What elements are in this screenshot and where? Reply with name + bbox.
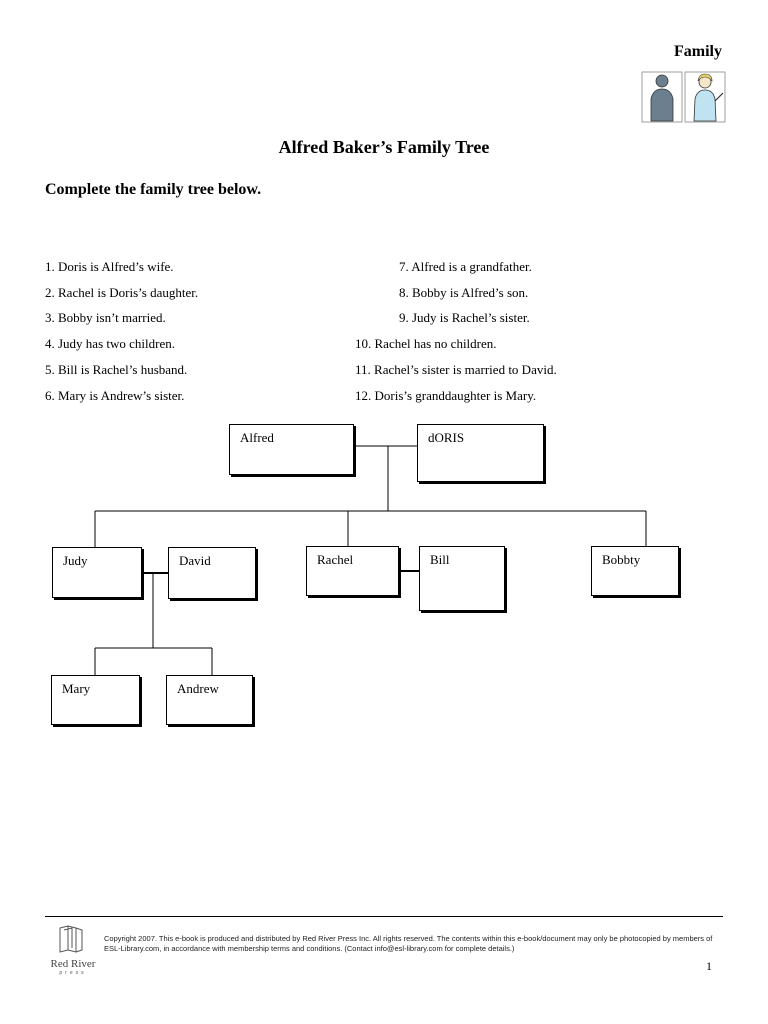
publisher-name: Red River [50,958,96,970]
clue-12: 12. Doris’s granddaughter is Mary. [355,388,537,403]
tree-label-alfred: Alfred [240,430,274,445]
tree-label-david: David [179,553,211,568]
clue-2: 2. Rachel is Doris’s daughter. [45,285,199,300]
tree-box-andrew: Andrew [166,675,253,725]
page-title: Alfred Baker’s Family Tree [278,137,490,157]
clue-8: 8. Bobby is Alfred’s son. [399,285,529,300]
clue-4: 4. Judy has two children. [45,336,175,351]
tree-box-bill: Bill [419,546,505,611]
tree-box-doris: dORIS [417,424,544,482]
tree-box-judy: Judy [52,547,142,598]
tree-label-doris: dORIS [428,430,465,445]
tree-box-bobby: Bobbty [591,546,679,596]
copyright-notice: Copyright 2007. This e-book is produced … [104,934,713,953]
tree-label-bill: Bill [430,552,450,567]
clue-3: 3. Bobby isn’t married. [45,310,166,325]
clue-5: 5. Bill is Rachel’s husband. [45,362,188,377]
clue-10: 10. Rachel has no children. [355,336,497,351]
clue-1: 1. Doris is Alfred’s wife. [45,259,174,274]
tree-box-david: David [168,547,256,599]
publisher-sub: press [59,970,87,976]
tree-label-bobby: Bobbty [602,552,641,567]
page-number: 1 [706,959,712,973]
tree-box-rachel: Rachel [306,546,399,596]
clue-6: 6. Mary is Andrew’s sister. [45,388,185,403]
instruction-text: Complete the family tree below. [45,181,262,198]
tree-label-mary: Mary [62,681,91,696]
family-couple-illustration [641,71,726,123]
topic-label: Family [674,43,722,60]
publisher-logo: Red River press [46,924,100,976]
clue-11: 11. Rachel’s sister is married to David. [355,362,557,377]
book-stack-icon [59,925,83,953]
clue-9: 9. Judy is Rachel’s sister. [399,310,530,325]
footer-divider [45,916,723,917]
clue-7: 7. Alfred is a grandfather. [399,259,532,274]
tree-label-andrew: Andrew [177,681,219,696]
tree-box-alfred: Alfred [229,424,354,475]
tree-box-mary: Mary [51,675,140,725]
tree-label-judy: Judy [63,553,88,568]
tree-label-rachel: Rachel [317,552,354,567]
